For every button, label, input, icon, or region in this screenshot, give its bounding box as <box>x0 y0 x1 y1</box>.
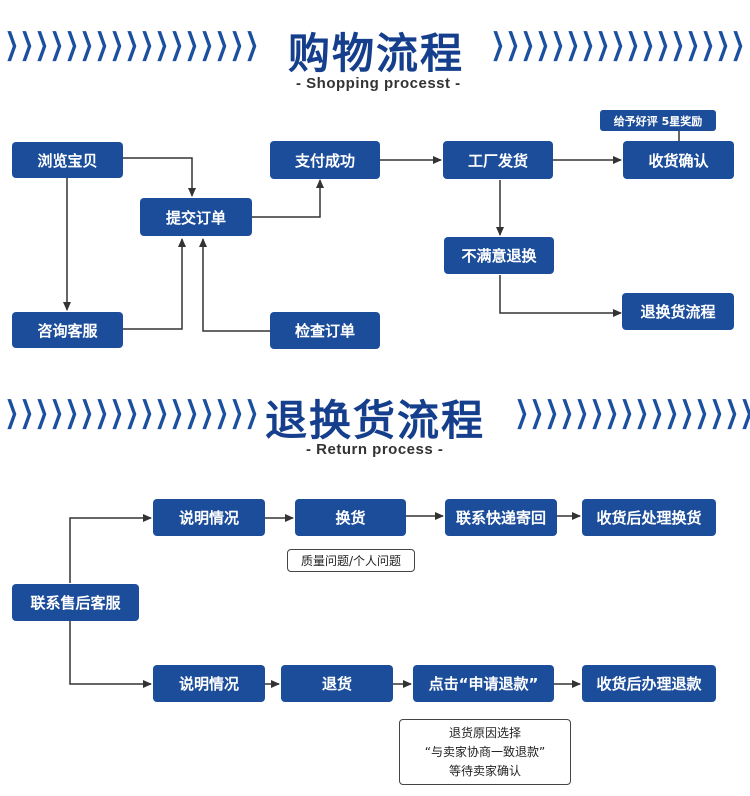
arrow-unsatisfied-to-returnflow <box>499 275 622 317</box>
shopping-subtitle: - Shopping processt - <box>296 75 461 92</box>
returns-title: 退换货流程 <box>265 396 486 445</box>
node-factory-ship: 工厂发货 <box>443 141 553 179</box>
node-explain-top: 说明情况 <box>153 499 265 536</box>
note-refund-reason: 退货原因选择 “与卖家协商一致退款” 等待卖家确认 <box>399 719 571 785</box>
note-refund-line1: 退货原因选择 <box>448 725 521 740</box>
node-browse: 浏览宝贝 <box>12 142 123 178</box>
node-pay-success: 支付成功 <box>270 141 380 179</box>
node-exchange: 换货 <box>295 499 406 536</box>
line-contact-branch <box>69 514 152 583</box>
note-refund-line3: 等待卖家确认 <box>448 763 521 778</box>
node-receive-confirm: 收货确认 <box>623 141 734 179</box>
node-contact-aftersales: 联系售后客服 <box>12 584 139 621</box>
arrow-submit-to-pay <box>252 179 324 218</box>
node-return-flow: 退换货流程 <box>622 293 734 330</box>
arrow-check-to-submit <box>199 238 270 332</box>
chevron-decoration-right-2: ❯❯❯❯❯❯❯❯❯❯❯❯❯❯❯❯ <box>514 395 750 430</box>
node-unsatisfied-return: 不满意退换 <box>444 237 554 274</box>
node-contact-courier: 联系快递寄回 <box>445 499 557 536</box>
node-check-order: 检查订单 <box>270 312 380 349</box>
node-after-receipt-refund: 收货后办理退款 <box>582 665 716 702</box>
node-submit-order: 提交订单 <box>140 198 252 236</box>
note-quality-issue: 质量问题/个人问题 <box>287 549 415 572</box>
line-contact-branch-bottom <box>69 621 152 688</box>
returns-subtitle: - Return process - <box>306 441 444 458</box>
chevron-decoration-left: ❯❯❯❯❯❯❯❯❯❯❯❯❯❯❯❯❯ <box>4 27 259 62</box>
note-refund-line2: “与卖家协商一致退款” <box>424 744 546 759</box>
shopping-title: 购物流程 <box>288 29 465 78</box>
arrow-consult-to-submit <box>123 238 186 330</box>
arrow-browse-to-submit <box>123 157 196 197</box>
node-consult-service: 咨询客服 <box>12 312 123 348</box>
node-click-apply-refund: 点击“申请退款” <box>413 665 554 702</box>
chevron-decoration-right: ❯❯❯❯❯❯❯❯❯❯❯❯❯❯❯❯❯ <box>490 27 745 62</box>
node-good-review: 给予好评 5星奖励 <box>600 110 716 131</box>
node-explain-bottom: 说明情况 <box>153 665 265 702</box>
node-refund: 退货 <box>281 665 393 702</box>
node-after-receipt-exchange: 收货后处理换货 <box>582 499 716 536</box>
chevron-decoration-left-2: ❯❯❯❯❯❯❯❯❯❯❯❯❯❯❯❯❯ <box>4 395 259 430</box>
